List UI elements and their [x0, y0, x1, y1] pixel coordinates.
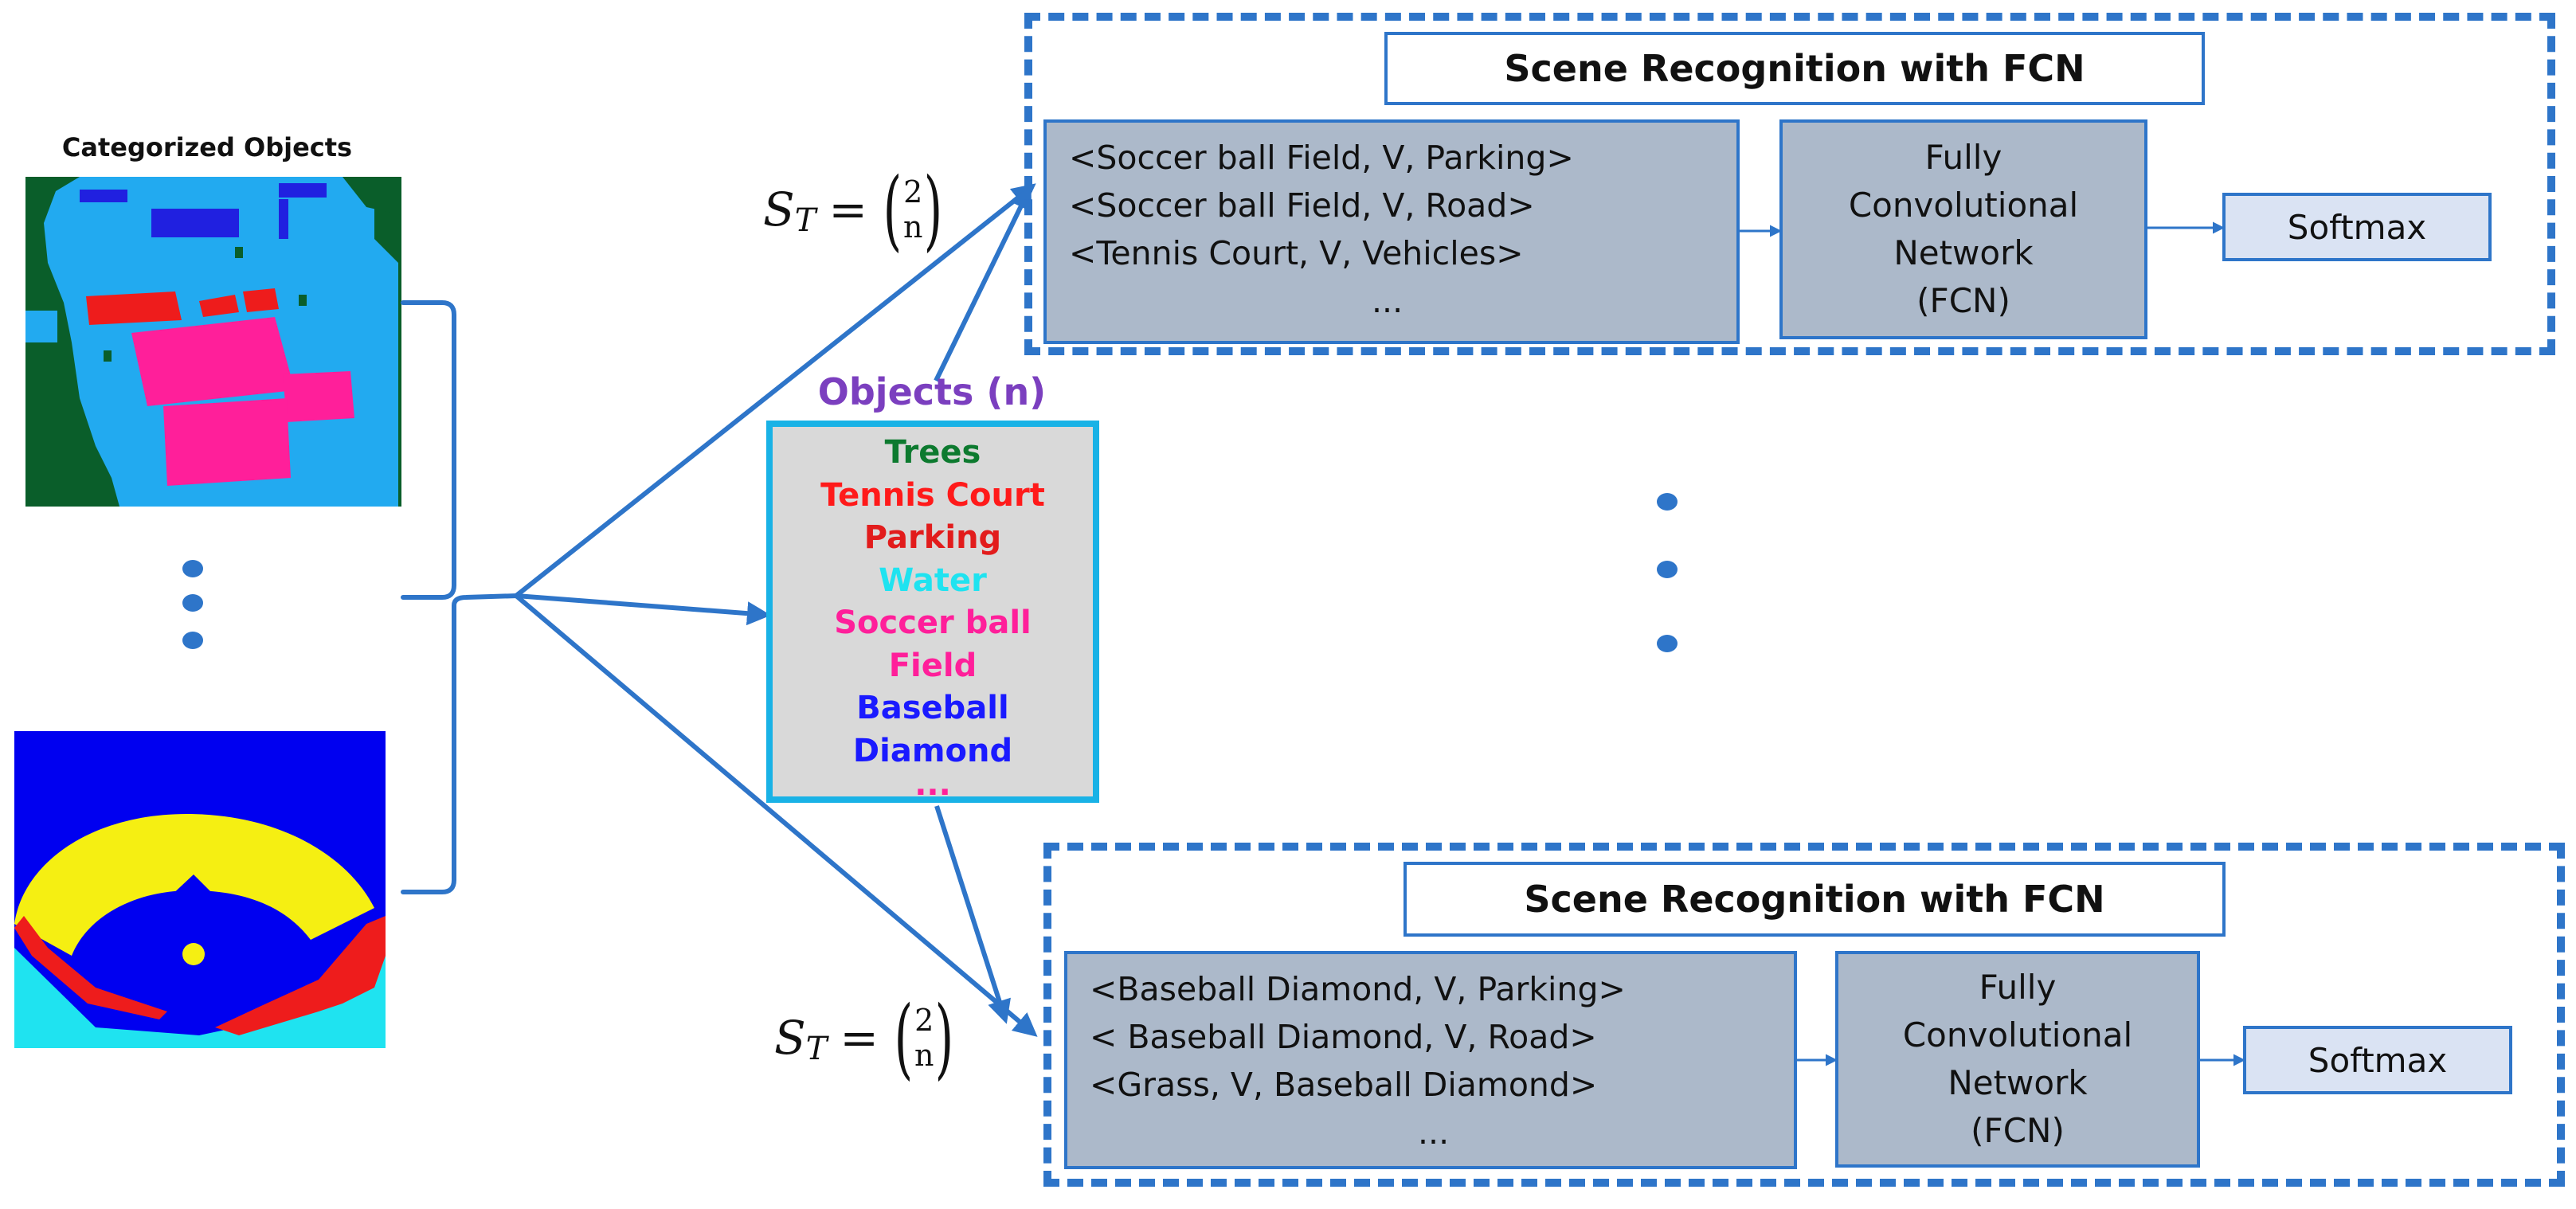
formula-equals: =	[840, 1011, 879, 1065]
arrow-objects-to-bottom	[934, 805, 1011, 1024]
fcn-box-top: Fully Convolutional Network (FCN)	[1779, 119, 2147, 339]
object-item: Soccer ball	[834, 604, 1032, 641]
arrow-objects-to-top	[934, 185, 1032, 382]
tuple-item: <Soccer ball Field, V, Parking>	[1069, 139, 1574, 177]
tuple-item: <Baseball Diamond, V, Parking>	[1090, 970, 1626, 1008]
vertical-ellipsis-center	[1657, 493, 1678, 652]
fcn-line: Convolutional	[1848, 186, 2079, 225]
objects-title: Objects (n)	[817, 370, 1047, 413]
binom-bottom: n	[914, 1038, 934, 1073]
tuple-item: ...	[1418, 1113, 1450, 1152]
tuple-item: <Tennis Court, V, Vehicles>	[1069, 234, 1524, 272]
tuple-item: < Baseball Diamond, V, Road>	[1090, 1018, 1597, 1056]
tuple-item: <Grass, V, Baseball Diamond>	[1090, 1066, 1598, 1104]
object-item: Trees	[884, 434, 981, 471]
panel-title-bottom: Scene Recognition with FCN	[1403, 862, 2226, 937]
tuple-box-top: <Soccer ball Field, V, Parking> <Soccer …	[1043, 119, 1740, 344]
fcn-line: (FCN)	[1971, 1111, 2065, 1150]
fcn-line: Network	[1893, 233, 2034, 272]
paren-left-glyph: (	[894, 987, 914, 1089]
segmentation-image-top	[25, 177, 401, 507]
panel-internal-arrows	[1740, 221, 2245, 1066]
tuple-item: <Soccer ball Field, V, Road>	[1069, 186, 1535, 225]
tuple-item: ...	[1372, 282, 1403, 320]
object-item: Field	[888, 647, 977, 684]
binom-top: 2	[903, 174, 923, 209]
formula-subscript: T	[805, 1031, 828, 1067]
formula-subscript: T	[794, 202, 816, 239]
paren-right-glyph: )	[935, 987, 954, 1089]
softmax-box-top: Softmax	[2222, 193, 2492, 261]
object-item: Water	[879, 561, 987, 599]
fcn-line: Fully	[1979, 968, 2057, 1007]
paren-right-glyph: )	[924, 158, 943, 260]
objects-list: Trees Tennis Court Parking Water Soccer …	[773, 432, 1093, 803]
binom-bottom: n	[902, 209, 923, 245]
tuple-box-bottom: <Baseball Diamond, V, Parking> < Basebal…	[1064, 951, 1797, 1169]
formula-equals: =	[828, 182, 868, 237]
binom-top: 2	[914, 1003, 934, 1038]
softmax-box-bottom: Softmax	[2243, 1026, 2512, 1094]
arrow-to-bottom-panel	[515, 593, 1038, 1037]
arrow-to-objects	[515, 593, 771, 626]
fcn-line: Fully	[1924, 138, 2002, 177]
formula-symbol: S	[763, 182, 795, 237]
binomial: ( 2 n )	[887, 994, 961, 1082]
scene-panel-top	[1024, 13, 2555, 355]
binomial: ( 2 n )	[875, 166, 950, 253]
fan-out-arrows	[515, 183, 1038, 1037]
object-item: ...	[914, 766, 951, 803]
formula-symbol: S	[774, 1011, 806, 1065]
fcn-line: (FCN)	[1916, 281, 2010, 320]
vertical-ellipsis-left	[182, 560, 203, 649]
object-item: Diamond	[852, 732, 1013, 769]
object-item: Parking	[863, 519, 1002, 556]
paren-left-glyph: (	[883, 158, 902, 260]
merge-bracket	[401, 300, 520, 894]
objects-box: Trees Tennis Court Parking Water Soccer …	[766, 421, 1099, 803]
arrow-to-top-panel	[515, 183, 1036, 598]
object-item: Tennis Court	[820, 476, 1045, 514]
panel-title-top: Scene Recognition with FCN	[1384, 32, 2205, 105]
scene-panel-bottom	[1043, 843, 2565, 1187]
categorized-objects-title: Categorized Objects	[61, 132, 353, 162]
fcn-line: Network	[1948, 1063, 2088, 1102]
fcn-line: Convolutional	[1902, 1015, 2133, 1054]
segmentation-image-bottom	[14, 731, 386, 1048]
fcn-box-bottom: Fully Convolutional Network (FCN)	[1835, 951, 2200, 1168]
object-item: Baseball	[856, 690, 1009, 726]
